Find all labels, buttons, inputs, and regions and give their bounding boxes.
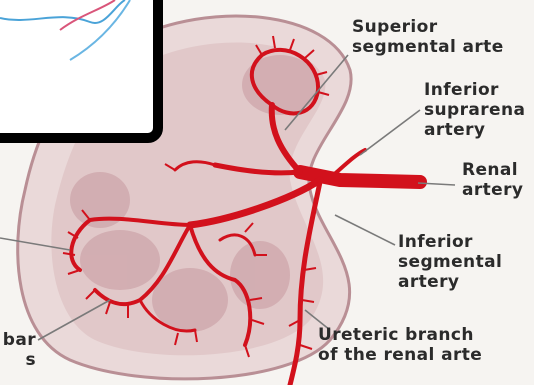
inset-panel — [0, 0, 158, 138]
label-inferior-segmental-artery: Inferior segmental artery — [398, 232, 502, 292]
label-renal-artery: Renal artery — [462, 160, 523, 200]
label-superior-segmental-artery: Superior segmental arte — [352, 17, 504, 57]
label-inferior-suprarenal-artery: Inferior suprarena artery — [424, 80, 525, 140]
label-ureteric-branch: Ureteric branch of the renal arte — [318, 325, 482, 365]
leader-inferior-segmental — [335, 215, 395, 245]
label-left-lower-cut: bar s — [0, 330, 36, 370]
leader-inferior-suprarenal — [360, 110, 420, 155]
